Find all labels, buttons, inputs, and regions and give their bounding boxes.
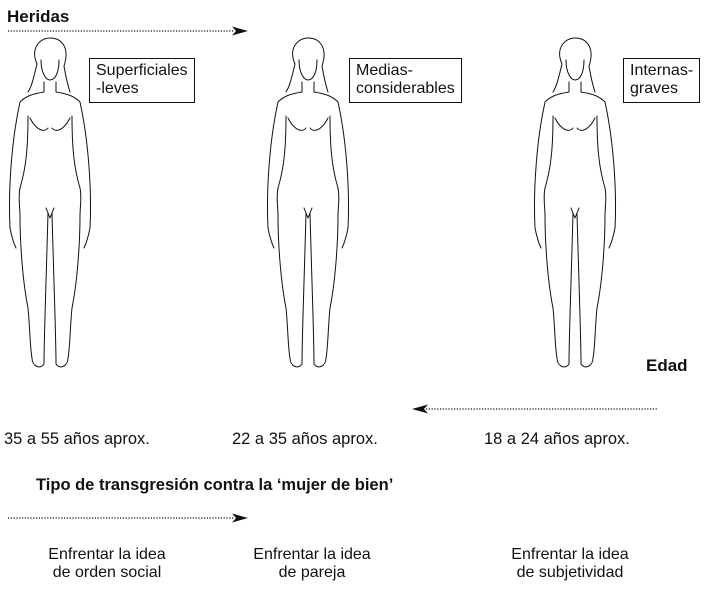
age-label-3: 18 a 24 años aprox. (484, 430, 630, 448)
female-figure-1 (8, 37, 92, 368)
transgression-label-3: Enfrentar la idea de subjetividad (511, 546, 629, 581)
heridas-arrow (8, 26, 248, 36)
injury-label-box-2: Medias- considerables (349, 58, 462, 103)
female-figure-3 (533, 37, 617, 368)
injury-label-box-3: Internas- graves (623, 58, 701, 103)
edad-title: Edad (646, 356, 688, 375)
edad-arrow (412, 404, 658, 414)
age-label-2: 22 a 35 años aprox. (232, 430, 378, 448)
heridas-title: Heridas (7, 7, 70, 26)
age-label-1: 35 a 55 años aprox. (4, 430, 150, 448)
tipo-transgresion-title: Tipo de transgresión contra la ‘mujer de… (36, 476, 394, 494)
female-figure-2 (266, 37, 350, 368)
tipo-arrow (8, 513, 248, 523)
transgression-label-2: Enfrentar la idea de pareja (253, 546, 371, 581)
injury-label-box-1: Superficiales -leves (89, 58, 195, 103)
transgression-label-1: Enfrentar la idea de orden social (48, 546, 166, 581)
